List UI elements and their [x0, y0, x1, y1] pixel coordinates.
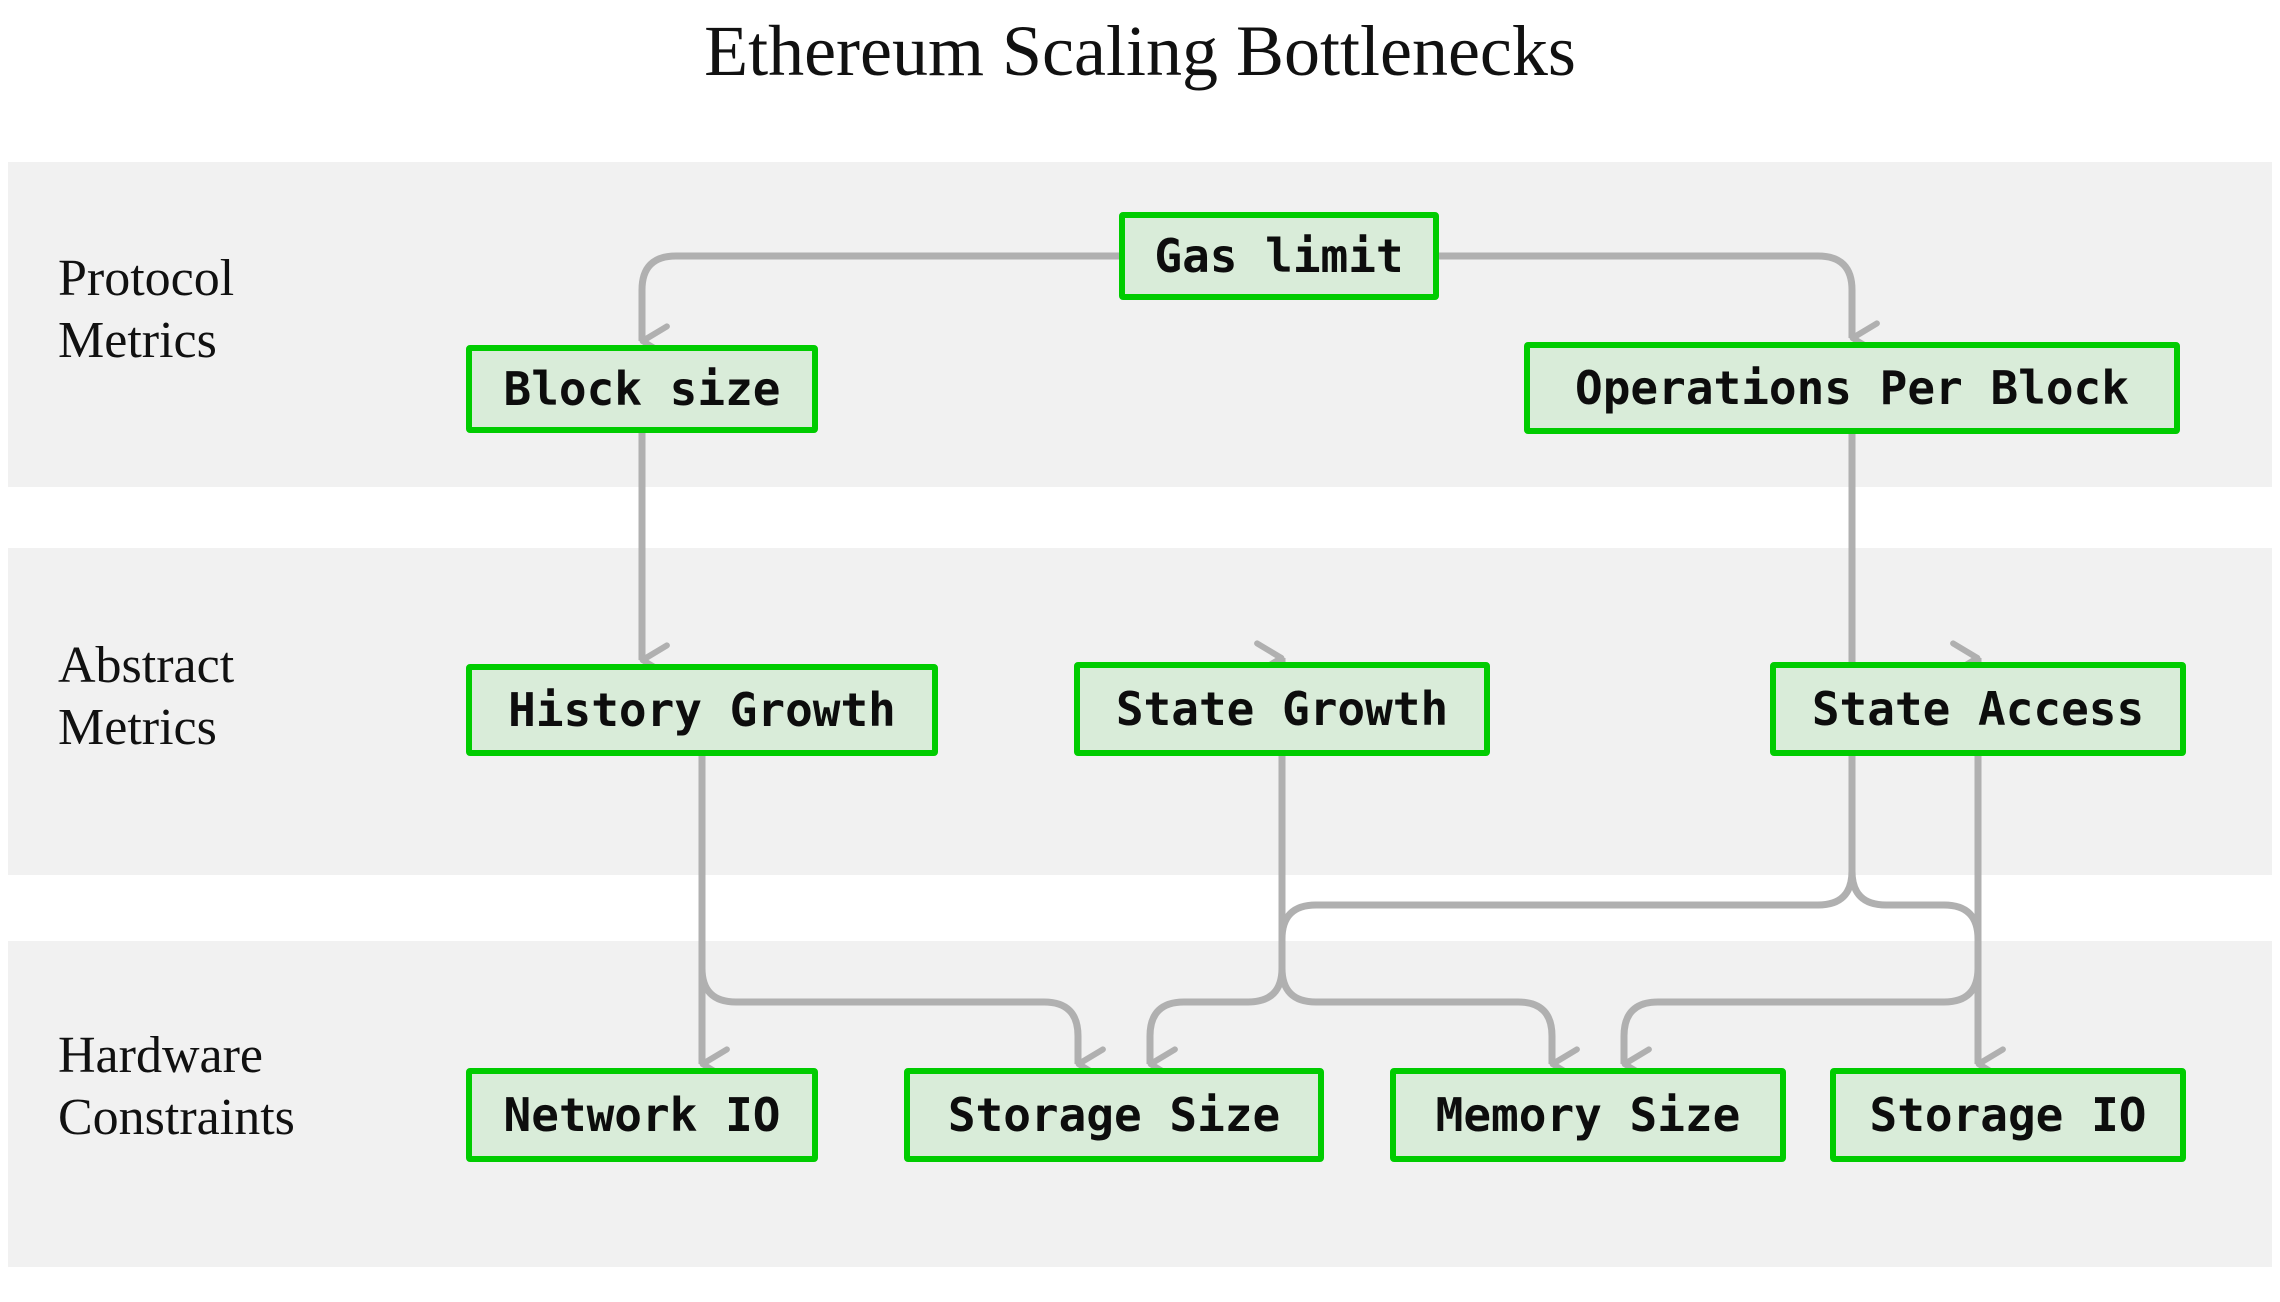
- node-block-size[interactable]: Block size: [466, 345, 818, 433]
- band-label-line2: Metrics: [58, 310, 458, 372]
- band-label-line2: Constraints: [58, 1087, 458, 1149]
- node-label: Storage Size: [948, 1088, 1280, 1142]
- node-label: Memory Size: [1436, 1088, 1741, 1142]
- node-history-growth[interactable]: History Growth: [466, 664, 938, 756]
- band-label-hardware-constraints: Hardware Constraints: [58, 1025, 458, 1149]
- node-storage-size[interactable]: Storage Size: [904, 1068, 1324, 1162]
- band-label-line1: Hardware: [58, 1025, 458, 1087]
- node-label: State Growth: [1116, 682, 1448, 736]
- band-label-protocol-metrics: Protocol Metrics: [58, 248, 458, 372]
- node-state-access[interactable]: State Access: [1770, 662, 2186, 756]
- node-label: Network IO: [504, 1088, 781, 1142]
- node-label: State Access: [1812, 682, 2144, 736]
- node-state-growth[interactable]: State Growth: [1074, 662, 1490, 756]
- node-label: Gas limit: [1154, 229, 1403, 283]
- node-label: Block size: [504, 362, 781, 416]
- node-gas-limit[interactable]: Gas limit: [1119, 212, 1439, 300]
- node-memory-size[interactable]: Memory Size: [1390, 1068, 1786, 1162]
- node-operations-per-block[interactable]: Operations Per Block: [1524, 342, 2180, 434]
- node-label: History Growth: [508, 683, 896, 737]
- node-storage-io[interactable]: Storage IO: [1830, 1068, 2186, 1162]
- page-title: Ethereum Scaling Bottlenecks: [0, 10, 2280, 93]
- node-label: Operations Per Block: [1575, 361, 2129, 415]
- band-label-line1: Protocol: [58, 248, 458, 310]
- node-label: Storage IO: [1870, 1088, 2147, 1142]
- node-network-io[interactable]: Network IO: [466, 1068, 818, 1162]
- band-label-line1: Abstract: [58, 635, 458, 697]
- band-label-abstract-metrics: Abstract Metrics: [58, 635, 458, 759]
- band-label-line2: Metrics: [58, 697, 458, 759]
